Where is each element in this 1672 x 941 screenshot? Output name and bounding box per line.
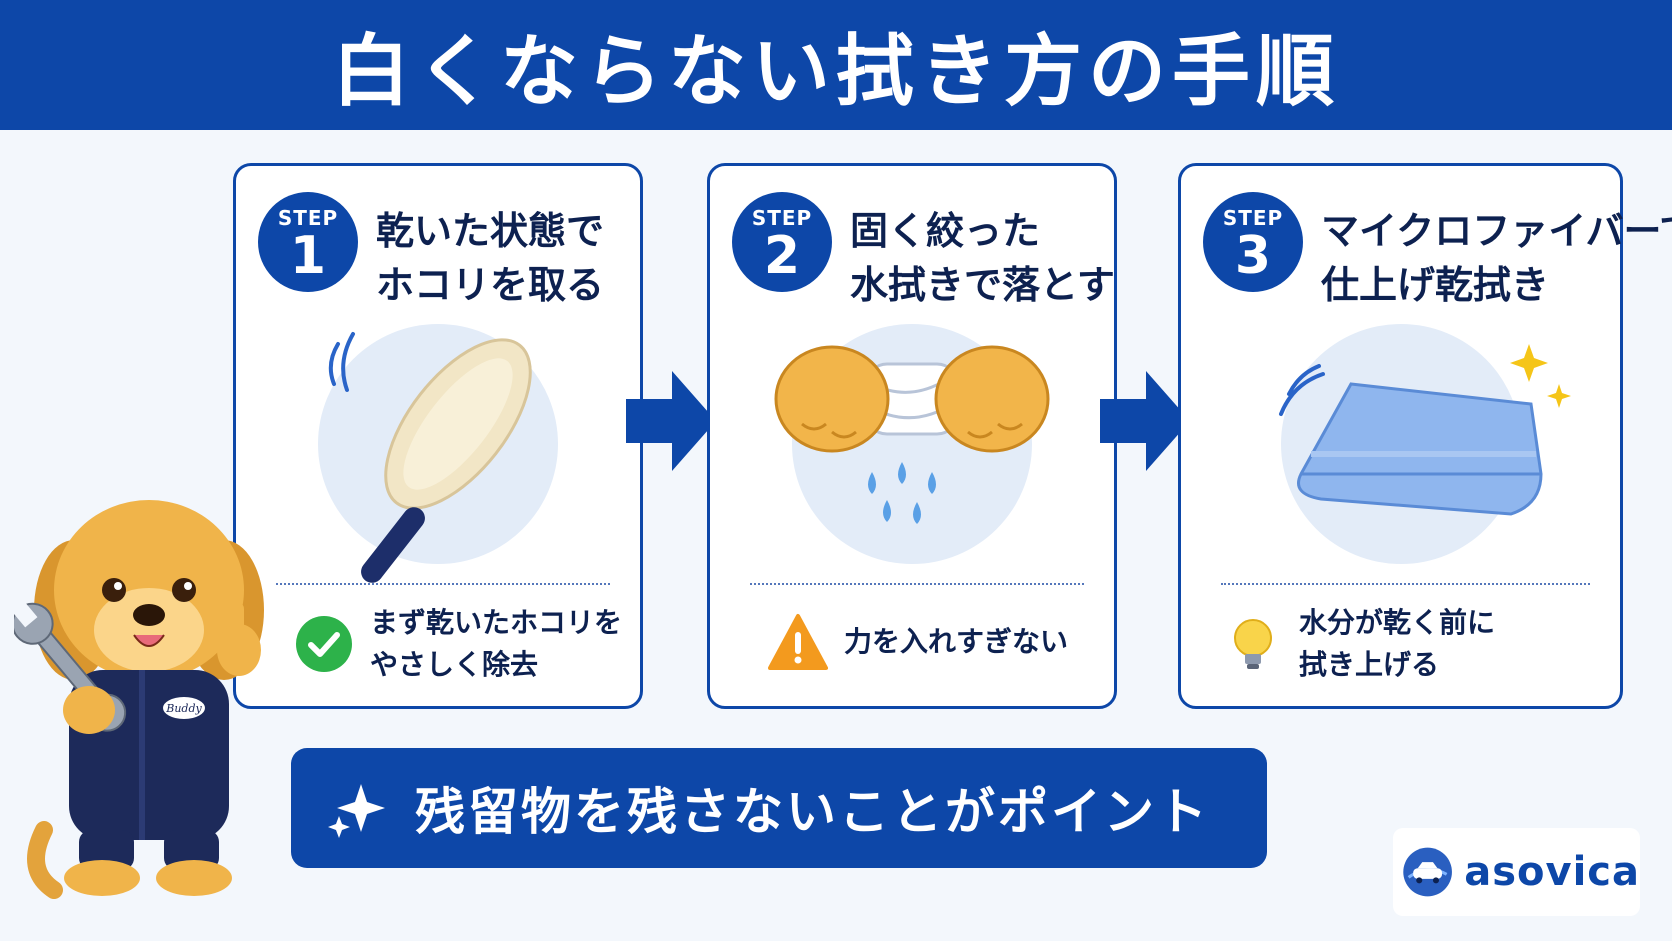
illustration-circle — [1278, 324, 1571, 564]
step-number: 1 — [289, 226, 327, 286]
warning-icon — [768, 614, 828, 670]
step-number: 3 — [1234, 226, 1272, 286]
step-card-2: STEP 2 固く絞った 水拭きで落とす 力を入れすぎない — [707, 163, 1117, 709]
arrow-right-icon — [626, 371, 716, 471]
divider — [750, 583, 1084, 585]
step-title-line: 固く絞った — [850, 209, 1041, 253]
step-title-line: 水拭きで落とす — [850, 263, 1115, 307]
step-card-1: STEP 1 乾いた状態で ホコリを取る まず乾いたホコリを やさしく除去 — [233, 163, 643, 709]
mechanic-dog-icon: Buddy — [14, 500, 264, 899]
step-label: STEP — [751, 206, 813, 230]
sparkle-icon — [328, 784, 385, 838]
step-title-line: マイクロファイバーで — [1321, 209, 1672, 253]
point-banner: 残留物を残さないことがポイント — [291, 748, 1267, 868]
step-title-2: 固く絞った 水拭きで落とす — [850, 204, 1115, 312]
duster-icon — [328, 332, 532, 583]
step-label: STEP — [1222, 206, 1284, 230]
step-title-line: 仕上げ乾拭き — [1321, 263, 1550, 307]
illustration-circle — [774, 324, 1050, 564]
microfiber-towel-icon — [1278, 344, 1571, 516]
divider — [276, 583, 610, 585]
arrow-right-icon — [1100, 371, 1190, 471]
step-tip-2: 力を入れすぎない — [768, 612, 1068, 672]
step-label: STEP — [277, 206, 339, 230]
tip-line: まず乾いたホコリを — [370, 606, 623, 639]
brand-logo: asovica — [1393, 828, 1640, 916]
tip-line: 力を入れすぎない — [844, 625, 1069, 658]
banner-text: 残留物を残さないことがポイント — [415, 783, 1210, 841]
step-number: 2 — [763, 226, 801, 286]
illustration-circle — [318, 324, 558, 583]
step-tip-1: まず乾いたホコリを やさしく除去 — [294, 602, 622, 686]
step-title-line: ホコリを取る — [376, 263, 605, 307]
tip-line: やさしく除去 — [370, 648, 539, 681]
tip-line: 水分が乾く前に — [1299, 606, 1496, 639]
tip-text: まず乾いたホコリを やさしく除去 — [370, 602, 622, 686]
step-tip-3: 水分が乾く前に 拭き上げる — [1223, 602, 1495, 686]
page-title: 白くならない拭き方の手順 — [331, 27, 1340, 117]
divider — [1221, 583, 1590, 585]
step-title-1: 乾いた状態で ホコリを取る — [376, 204, 604, 312]
step-badge-2: STEP 2 — [732, 192, 832, 292]
lightbulb-icon — [1234, 619, 1272, 669]
step-badge-1: STEP 1 — [258, 192, 358, 292]
logo-text: asovica — [1464, 849, 1640, 895]
step-badge-3: STEP 3 — [1203, 192, 1303, 292]
step-card-3: STEP 3 マイクロファイバーで 仕上げ乾拭き 水分が乾く前に 拭き上げる — [1178, 163, 1672, 709]
car-logo-icon — [1403, 847, 1452, 897]
header-bar: 白くならない拭き方の手順 — [0, 0, 1672, 130]
tip-line: 拭き上げる — [1299, 648, 1440, 681]
step-title-3: マイクロファイバーで 仕上げ乾拭き — [1321, 204, 1672, 312]
name-patch: Buddy — [165, 702, 202, 715]
wringing-cloth-icon — [774, 345, 1050, 524]
step-title-line: 乾いた状態で — [376, 209, 605, 253]
tip-text: 水分が乾く前に 拭き上げる — [1299, 602, 1495, 686]
check-circle-icon — [296, 616, 352, 672]
tip-text: 力を入れすぎない — [844, 621, 1068, 663]
